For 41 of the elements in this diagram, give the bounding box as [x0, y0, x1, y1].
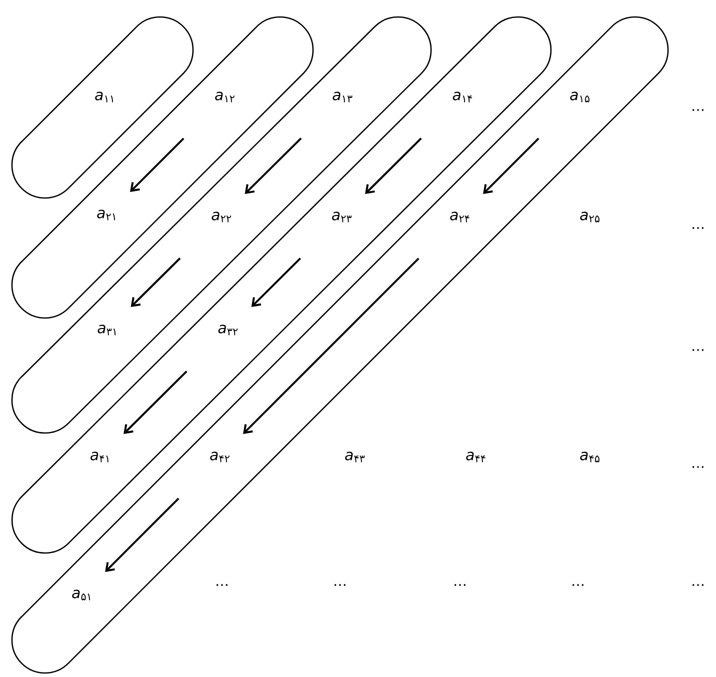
- matrix-entry: a$_{۴۳}$: [345, 452, 365, 462]
- matrix-entry: a$_{۱۳}$: [332, 92, 352, 102]
- matrix-entry: a$_{۱۴}$: [452, 92, 472, 102]
- arrow: [243, 258, 420, 434]
- arrow: [124, 370, 188, 434]
- arrow: [130, 138, 184, 192]
- matrix-entry: a$_{۴۴}$: [466, 452, 486, 462]
- diagonal-capsule: [11, 16, 194, 199]
- arrow: [483, 138, 540, 194]
- ellipsis: …: [692, 584, 704, 586]
- diagonal-capsule: [11, 16, 552, 554]
- ellipsis: …: [692, 349, 704, 351]
- matrix-entry: a$_{۲۵}$: [580, 212, 600, 222]
- matrix-entry: a$_{۲۴}$: [450, 212, 470, 222]
- matrix-entry: a$_{۴۲}$: [210, 452, 230, 462]
- arrow: [365, 138, 422, 194]
- ellipsis: …: [454, 584, 466, 586]
- diagonal-capsule: [11, 16, 669, 674]
- diagonal-capsule: [11, 16, 432, 434]
- matrix-entry: a$_{۳۲}$: [218, 324, 238, 336]
- matrix-entry: a$_{۱۲}$: [215, 92, 235, 102]
- matrix-entry: a$_{۱۱}$: [95, 92, 113, 102]
- ellipsis: …: [692, 466, 704, 468]
- ellipsis: …: [572, 584, 584, 586]
- ellipsis: …: [692, 227, 704, 229]
- arrow: [105, 498, 180, 572]
- arrow: [244, 138, 302, 194]
- arrow: [130, 258, 181, 308]
- matrix-entry: a$_{۵۱}$: [72, 590, 90, 600]
- matrix-entry: a$_{۳۱}$: [98, 324, 116, 336]
- diagonal-capsule: [11, 16, 314, 319]
- ellipsis: …: [216, 584, 228, 586]
- matrix-entry: a$_{۲۲}$: [212, 212, 232, 222]
- matrix-entry: a$_{۴۵}$: [580, 452, 600, 462]
- matrix-entry: a$_{۲۳}$: [332, 212, 352, 222]
- matrix-entry: a$_{۲۱}$: [97, 210, 115, 220]
- matrix-entry: a$_{۱۵}$: [570, 92, 590, 102]
- ellipsis: …: [334, 584, 346, 586]
- matrix-entry: a$_{۴۱}$: [90, 452, 108, 462]
- ellipsis: …: [692, 109, 704, 111]
- arrow: [251, 258, 302, 308]
